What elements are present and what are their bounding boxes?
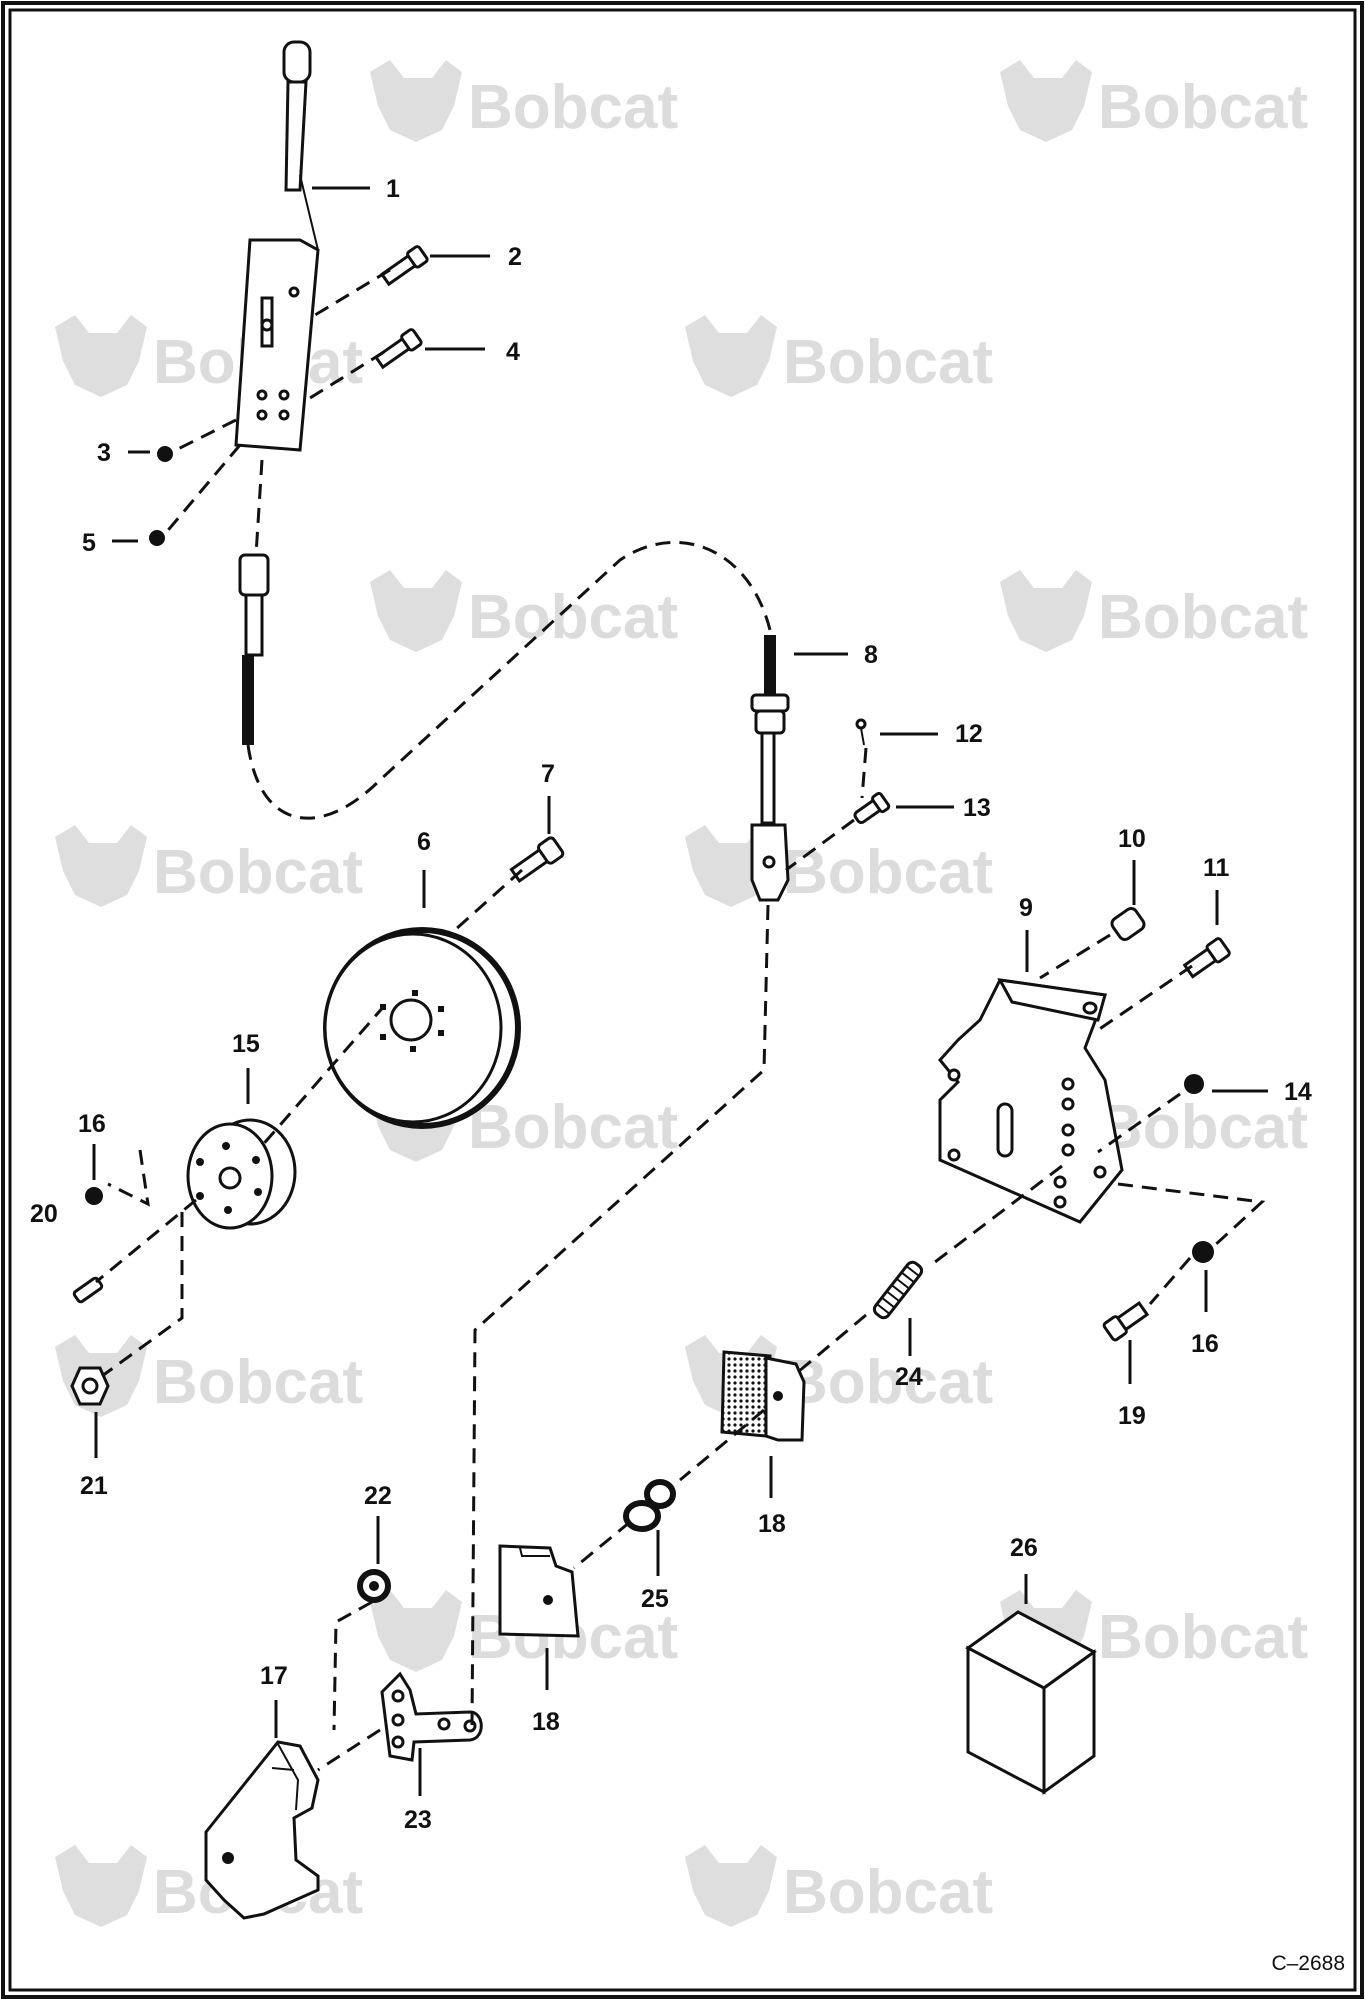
part-6-disc xyxy=(323,927,521,1129)
part-10-spacer xyxy=(1110,906,1146,942)
part-23-link xyxy=(380,1671,483,1762)
bobcat-logo-icon xyxy=(370,1590,462,1672)
callout-21: 21 xyxy=(80,1472,108,1500)
watermark-text: Bobcat xyxy=(783,1858,993,1927)
callout-9: 9 xyxy=(1019,894,1033,922)
callout-16-right: 16 xyxy=(1191,1330,1219,1358)
part-18-plate xyxy=(498,1544,580,1638)
bobcat-logo-icon xyxy=(370,570,462,652)
part-17-cover xyxy=(204,1740,320,1920)
watermark-text: Bobcat xyxy=(468,583,678,652)
watermark-text: Bobcat xyxy=(783,838,993,907)
part-16-nut xyxy=(85,1187,103,1205)
part-5-nut xyxy=(149,530,165,546)
part-13-pin xyxy=(853,791,891,825)
leader-lines xyxy=(92,186,1268,1796)
callout-12: 12 xyxy=(955,720,983,748)
bobcat-logo-icon xyxy=(55,825,147,907)
border-inner xyxy=(8,8,1357,1992)
watermark-text: Bobcat xyxy=(153,838,363,907)
callout-18-lower: 18 xyxy=(532,1708,560,1736)
callout-23: 23 xyxy=(404,1806,432,1834)
callout-7: 7 xyxy=(541,760,555,788)
bobcat-logo-icon xyxy=(55,1845,147,1927)
callout-5: 5 xyxy=(82,529,96,557)
callout-22: 22 xyxy=(364,1482,392,1510)
bobcat-logo-icon xyxy=(1000,60,1092,142)
part-1-control-lever xyxy=(234,40,320,452)
callout-11: 11 xyxy=(1203,854,1230,882)
part-9-bracket xyxy=(938,978,1124,1224)
callout-2: 2 xyxy=(508,243,522,271)
watermark-text: Bobcat xyxy=(468,73,678,142)
watermark-text: Bobcat xyxy=(1098,1603,1308,1672)
watermark-text: Bobcat xyxy=(468,1093,678,1162)
bobcat-logo-icon xyxy=(685,1845,777,1927)
part-18-pedal xyxy=(720,1350,806,1442)
callout-25: 25 xyxy=(641,1585,669,1613)
part-14-nut xyxy=(1184,1074,1204,1094)
callout-26: 26 xyxy=(1010,1534,1038,1562)
callout-13: 13 xyxy=(963,794,991,822)
part-25-washers xyxy=(623,1479,676,1532)
watermark-text: Bobcat xyxy=(783,1348,993,1417)
part-3-nut xyxy=(157,446,173,462)
drawing-code: C–2688 xyxy=(1271,1952,1345,1975)
part-21-nut xyxy=(70,1366,110,1406)
bobcat-logo-icon xyxy=(1000,570,1092,652)
callout-20: 20 xyxy=(30,1200,58,1228)
callout-4: 4 xyxy=(506,338,520,366)
callout-labels: 1 2 3 4 5 6 7 8 9 10 11 12 13 14 15 16 1… xyxy=(30,175,1312,1834)
callout-14: 14 xyxy=(1284,1078,1312,1106)
callout-1: 1 xyxy=(386,175,400,203)
part-22-nut xyxy=(357,1569,391,1603)
part-16-nut-right xyxy=(1192,1241,1214,1263)
bobcat-logo-icon xyxy=(370,60,462,142)
callout-6: 6 xyxy=(417,828,431,856)
part-26-kit-box xyxy=(965,1610,1097,1795)
part-12-pin xyxy=(855,718,867,746)
part-2-bolt xyxy=(379,245,429,287)
watermark-text: Bobcat xyxy=(1098,1093,1308,1162)
part-7-bolt xyxy=(509,836,565,884)
bobcat-logo-icon xyxy=(55,315,147,397)
callout-10: 10 xyxy=(1118,825,1146,853)
callout-15: 15 xyxy=(232,1030,260,1058)
part-24-spring xyxy=(872,1260,924,1320)
part-11-bolt xyxy=(1182,937,1231,979)
callout-18-upper: 18 xyxy=(758,1510,786,1538)
callout-19: 19 xyxy=(1118,1402,1146,1430)
watermark-text: Bobcat xyxy=(1098,73,1308,142)
part-4-bolt xyxy=(373,328,423,370)
part-15-hub xyxy=(186,1118,297,1230)
watermark-text: Bobcat xyxy=(783,328,993,397)
part-20-stud xyxy=(72,1276,104,1304)
part-19-bolt xyxy=(1102,1300,1150,1342)
callout-17: 17 xyxy=(260,1662,288,1690)
watermark-text: Bobcat xyxy=(153,1348,363,1417)
watermark-text: Bobcat xyxy=(1098,583,1308,652)
callout-24: 24 xyxy=(895,1363,923,1391)
callout-3: 3 xyxy=(97,439,111,467)
part-8-control-cable xyxy=(238,540,790,902)
callout-8: 8 xyxy=(864,641,878,669)
bobcat-logo-icon xyxy=(685,315,777,397)
callout-16: 16 xyxy=(78,1110,106,1138)
assembly-lines xyxy=(95,268,1266,1772)
